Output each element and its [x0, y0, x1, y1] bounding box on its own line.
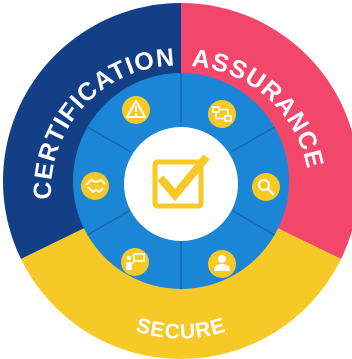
search-icon	[252, 173, 280, 201]
checkbox-check-icon	[152, 154, 210, 209]
user-icon	[208, 250, 236, 278]
inner-ring-dividers	[87, 73, 275, 289]
ring-divider	[230, 209, 275, 236]
presentation-icon	[121, 248, 149, 276]
handshake-icon	[81, 172, 109, 200]
warning-icon	[122, 96, 150, 124]
workflow-icon	[208, 100, 236, 128]
ring-divider	[230, 126, 275, 153]
ring-divider	[87, 209, 132, 236]
ring-divider	[87, 126, 132, 153]
